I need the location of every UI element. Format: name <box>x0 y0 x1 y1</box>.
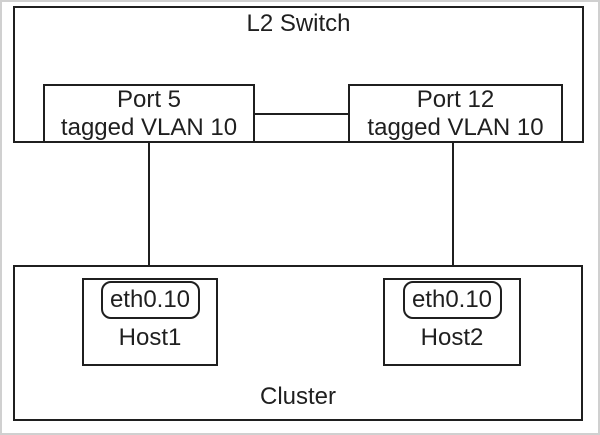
port12-vlan-tag: tagged VLAN 10 <box>367 113 544 141</box>
host2-eth-interface-box: eth0.10 <box>402 281 502 319</box>
inter-port-link-line <box>255 113 350 115</box>
port5-vlan-tag: tagged VLAN 10 <box>60 113 238 141</box>
link-line-port12-host2 <box>452 143 454 283</box>
host1-label: Host1 <box>118 324 182 351</box>
host1-box: eth0.10 Host1 <box>82 278 218 366</box>
port5-name: Port 5 <box>116 85 182 113</box>
host1-eth-interface-box: eth0.10 <box>100 281 200 319</box>
port12-name: Port 12 <box>416 85 495 113</box>
port5-box: Port 5 tagged VLAN 10 <box>43 84 255 143</box>
host2-box: eth0.10 Host2 <box>383 278 521 366</box>
port12-box: Port 12 tagged VLAN 10 <box>348 84 563 143</box>
link-line-port5-host1 <box>148 143 150 283</box>
cluster-label: Cluster <box>259 383 337 410</box>
host2-label: Host2 <box>420 324 484 351</box>
l2-switch-label: L2 Switch <box>246 10 351 37</box>
